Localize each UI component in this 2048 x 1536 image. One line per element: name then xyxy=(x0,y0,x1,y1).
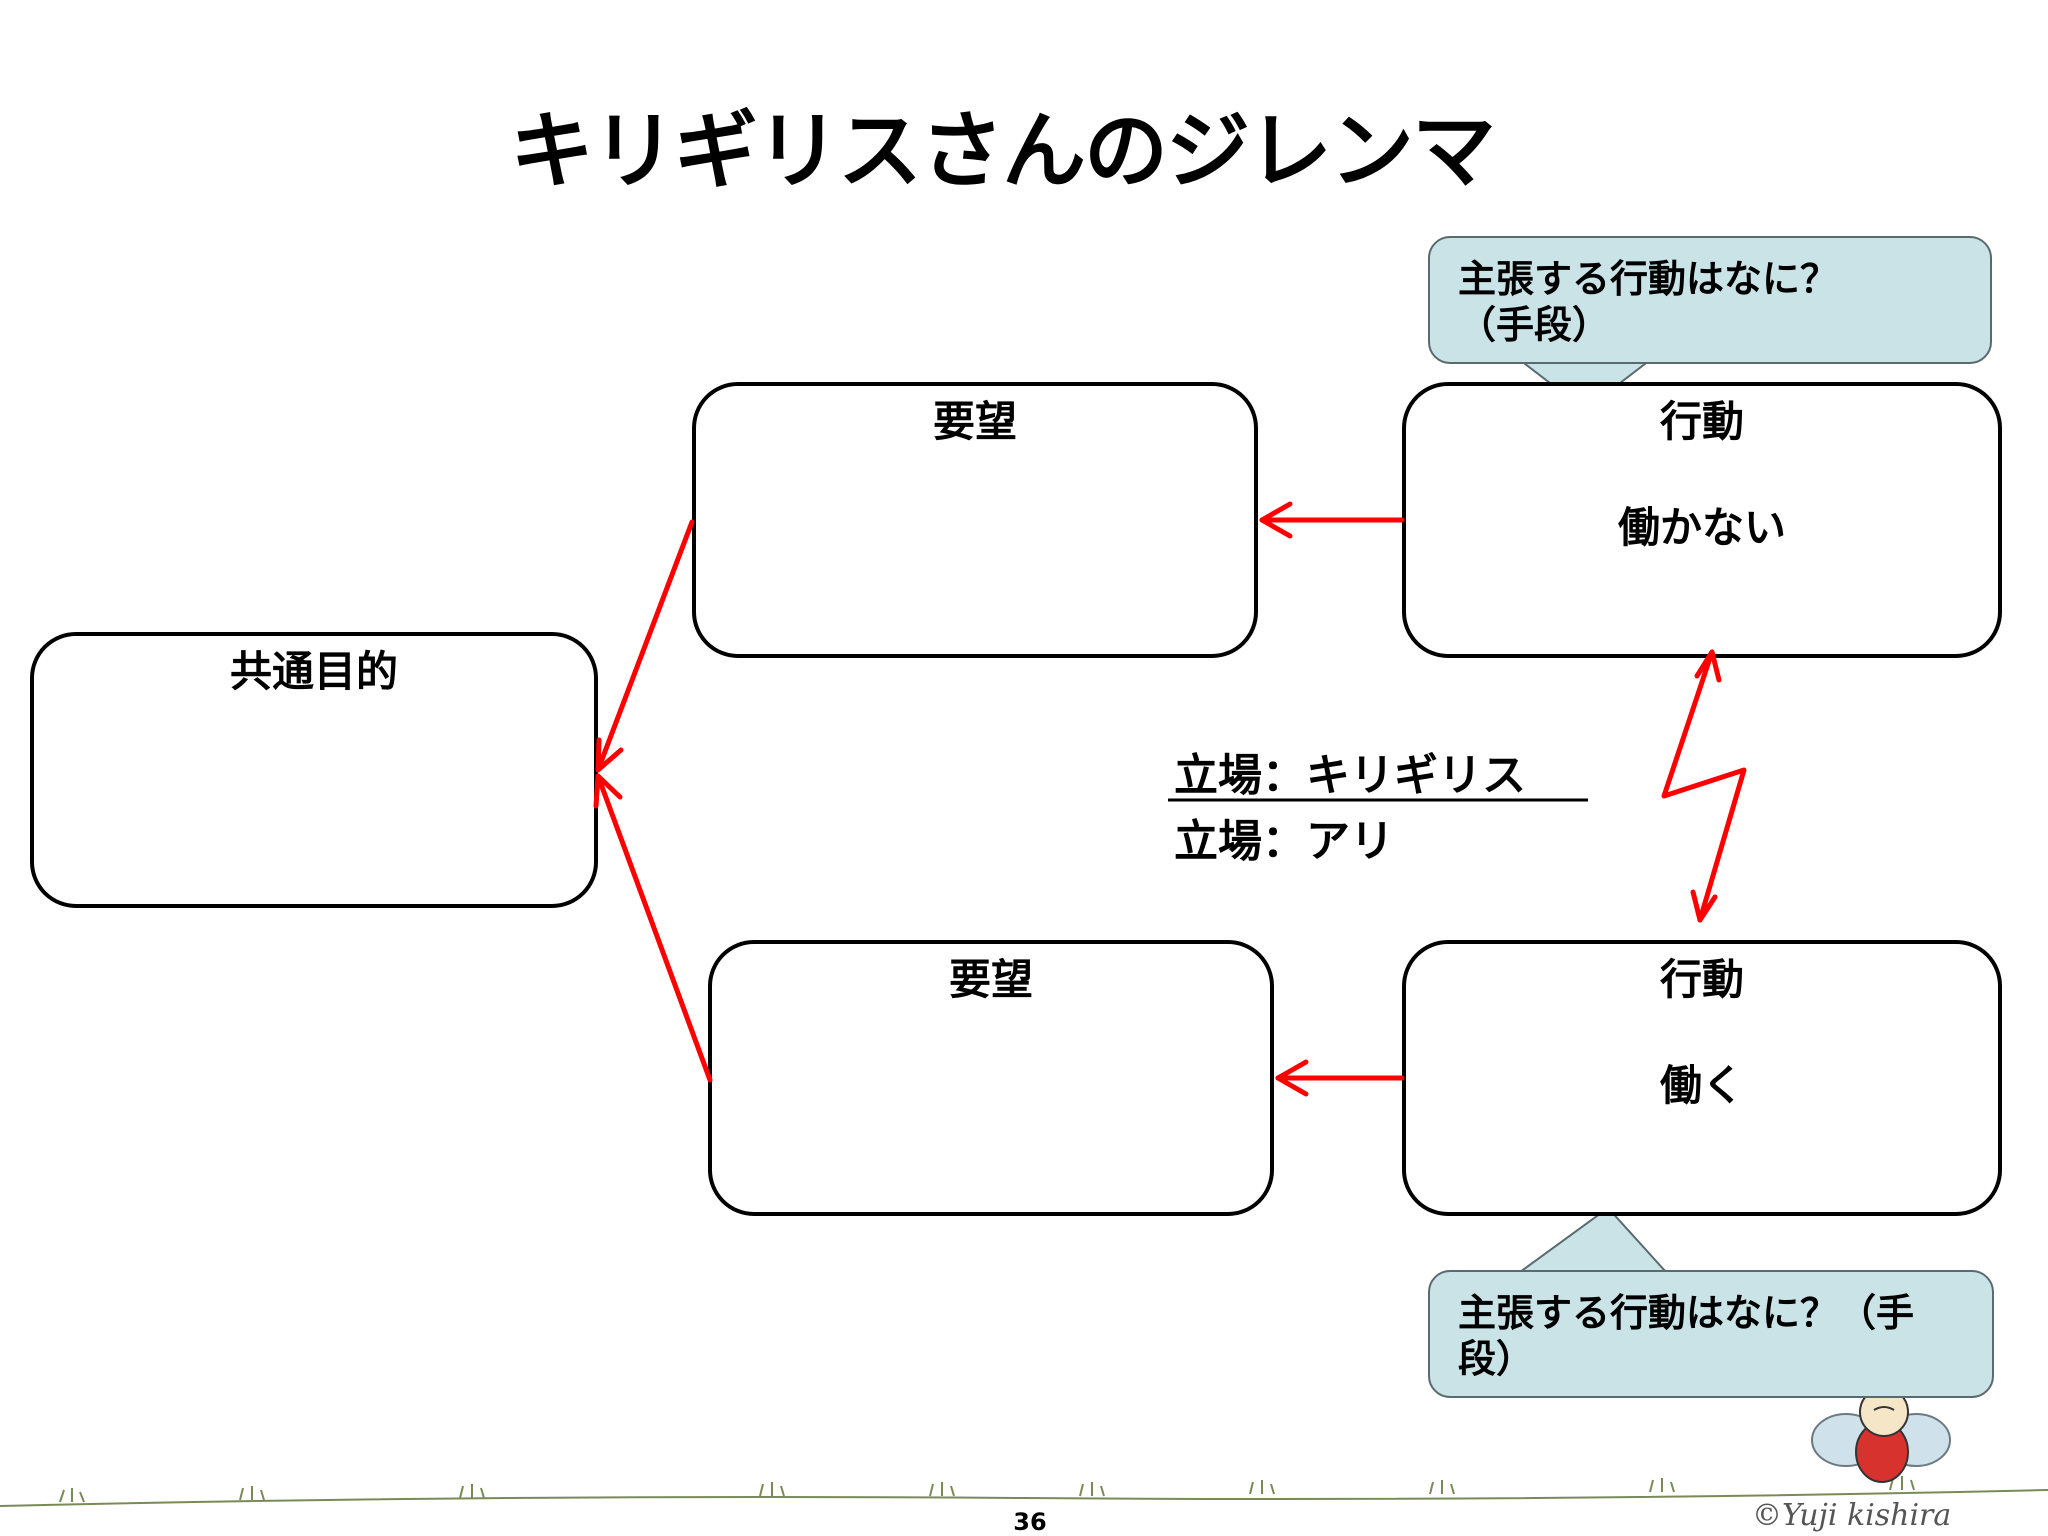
ant-action-value: 働く xyxy=(1659,1061,1744,1110)
stance-top: 立場：キリギリス xyxy=(1174,750,1526,801)
grasshopper-action-box: 行動 働かない xyxy=(1402,382,2002,658)
stance-bottom: 立場：アリ xyxy=(1174,816,1394,867)
callout-bottom: 主張する行動はなに？（手 段） xyxy=(1428,1270,1994,1398)
callout-bottom-line1: 主張する行動はなに？（手 xyxy=(1458,1291,1915,1335)
common-goal-box: 共通目的 xyxy=(30,632,598,908)
conflict-arrowhead-bottom xyxy=(1690,889,1718,923)
arrowhead-goal-top xyxy=(595,737,624,773)
ant-action-label: 行動 xyxy=(1659,955,1744,1004)
arrowhead-ant-want xyxy=(1275,1059,1309,1097)
callout-top-line2: （手段） xyxy=(1458,303,1611,347)
ladybug-character-illustration xyxy=(1811,1387,1951,1483)
conflict-lightning-arrow xyxy=(1661,649,1747,923)
callout-bottom-line2: 段） xyxy=(1458,1337,1535,1381)
ant-want-label: 要望 xyxy=(948,955,1033,1004)
callout-top: 主張する行動はなに？ （手段） xyxy=(1428,236,1992,364)
grasshopper-want-box: 要望 xyxy=(692,382,1258,658)
conflict-arrowhead-top xyxy=(1694,649,1722,683)
arrow-ant-want-to-goal xyxy=(595,773,713,1083)
page-number: 36 xyxy=(1013,1508,1047,1536)
arrowhead-goal-bottom xyxy=(593,773,623,809)
callout-top-line1: 主張する行動はなに？ xyxy=(1458,257,1839,301)
arrow-grasshopper-want-to-goal xyxy=(595,519,695,773)
ant-want-box: 要望 xyxy=(708,940,1274,1216)
arrowhead-grasshopper-want xyxy=(1259,501,1293,539)
slide-title: キリギリスさんのジレンマ xyxy=(510,102,1496,200)
common-goal-label: 共通目的 xyxy=(229,647,398,696)
grass-decoration xyxy=(0,1476,2048,1507)
credit-signature: ©Yuji kishira xyxy=(1752,1498,1952,1533)
grasshopper-want-label: 要望 xyxy=(932,397,1017,446)
grasshopper-action-value: 働かない xyxy=(1617,503,1786,552)
grasshopper-action-label: 行動 xyxy=(1659,397,1744,446)
